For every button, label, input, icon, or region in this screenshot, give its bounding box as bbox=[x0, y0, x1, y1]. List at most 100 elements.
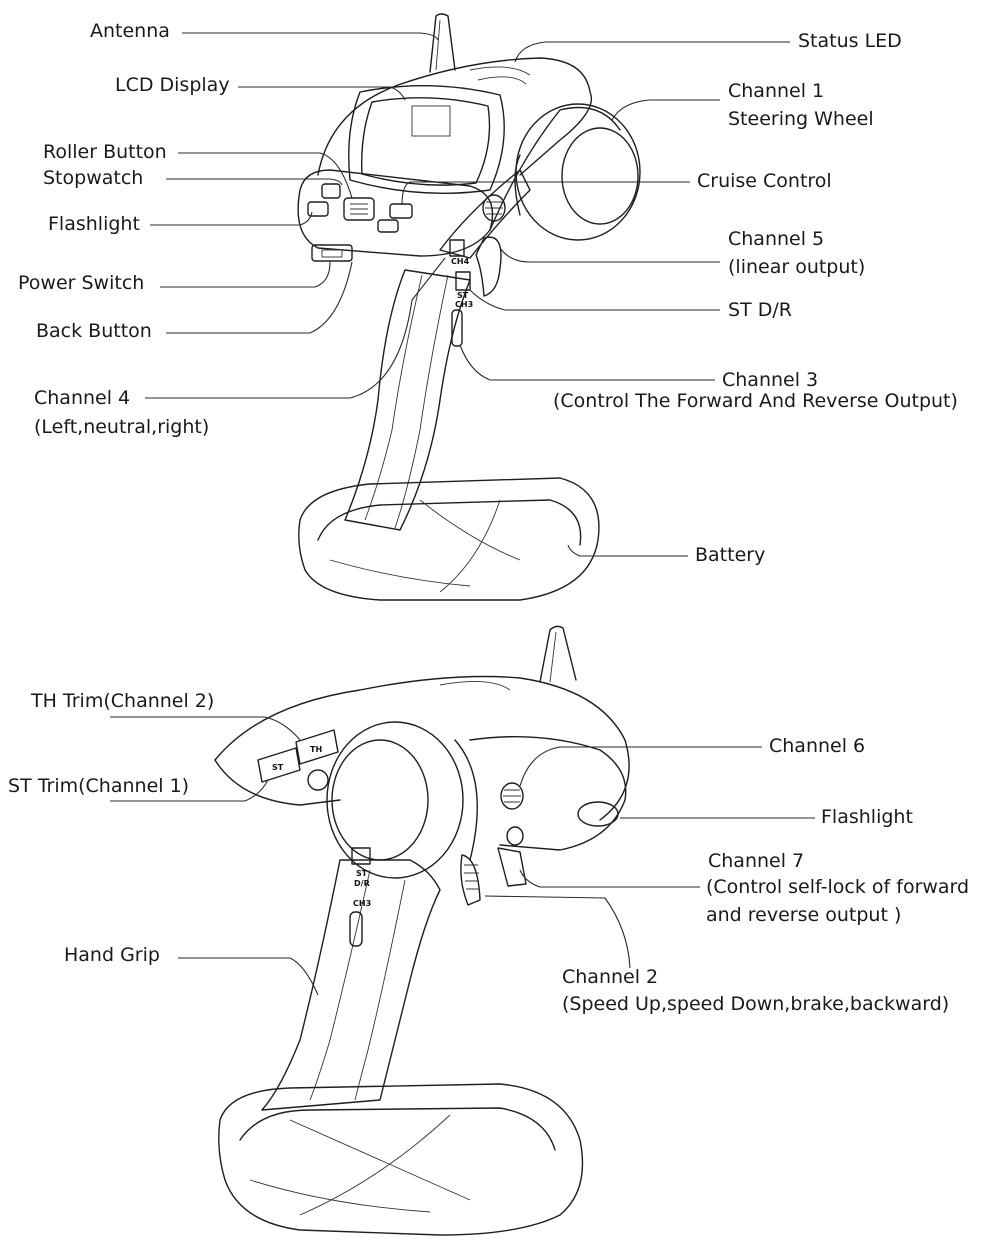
leader-cruise bbox=[401, 181, 690, 206]
top-flashlight-button bbox=[307, 201, 329, 217]
label-roller-button: Roller Button bbox=[43, 141, 167, 163]
leader-ch1 bbox=[611, 99, 720, 121]
top-lcd-inner bbox=[411, 105, 451, 137]
bottom-st-dr-switch bbox=[351, 847, 371, 865]
top-antenna-shape bbox=[429, 13, 456, 73]
label-back-button: Back Button bbox=[36, 320, 152, 342]
top-cruise-button bbox=[389, 203, 413, 219]
top-side-body bbox=[489, 106, 621, 231]
label-hand-grip: Hand Grip bbox=[64, 944, 160, 966]
top-st-dr-switch bbox=[455, 271, 471, 291]
leader-flashlight-top bbox=[150, 211, 313, 226]
bottom-flashlight-lens bbox=[577, 801, 619, 827]
label-channel2-title: Channel 2 bbox=[562, 966, 659, 988]
label-channel1-desc: Steering Wheel bbox=[728, 108, 874, 130]
leader-ch2 bbox=[484, 895, 631, 969]
leader-back bbox=[166, 261, 353, 334]
bottom-right-body bbox=[469, 735, 627, 851]
leader-ch5 bbox=[499, 247, 720, 263]
top-ch4-switch bbox=[449, 239, 465, 257]
label-flashlight-bottom: Flashlight bbox=[821, 806, 913, 828]
leader-roller bbox=[178, 152, 353, 199]
top-transmitter-illustration: CH4 ST CH3 bbox=[297, 13, 641, 601]
label-stopwatch: Stopwatch bbox=[43, 167, 144, 189]
leader-battery bbox=[567, 544, 688, 557]
bottom-antenna-shape bbox=[539, 625, 577, 683]
top-steering-wheel-inner bbox=[561, 127, 639, 225]
label-status-led: Status LED bbox=[798, 30, 902, 52]
label-antenna: Antenna bbox=[90, 20, 170, 42]
bottom-steering-wheel-inner bbox=[331, 739, 429, 861]
top-roller-button bbox=[343, 197, 375, 221]
label-channel3-desc: (Control The Forward And Reverse Output) bbox=[553, 390, 958, 412]
bottom-button bbox=[506, 826, 524, 846]
top-stopwatch-button bbox=[321, 183, 341, 199]
leader-hand-grip bbox=[178, 957, 319, 996]
top-ch3-switch bbox=[451, 309, 463, 347]
label-th-trim: TH Trim(Channel 2) bbox=[31, 690, 215, 712]
label-channel7-title: Channel 7 bbox=[708, 850, 805, 872]
bottom-left-knob bbox=[307, 769, 329, 791]
label-channel5-desc: (linear output) bbox=[728, 256, 866, 278]
label-flashlight-top: Flashlight bbox=[48, 213, 140, 235]
top-back-button-shape bbox=[377, 219, 399, 233]
label-channel4-title: Channel 4 bbox=[34, 387, 131, 409]
label-power-switch: Power Switch bbox=[18, 272, 145, 294]
top-hand-grip bbox=[344, 269, 471, 531]
label-st-dr: ST D/R bbox=[728, 299, 792, 321]
top-marking-st: ST bbox=[457, 291, 469, 300]
leader-stopwatch bbox=[166, 178, 343, 186]
bottom-marking-st: ST bbox=[356, 869, 368, 878]
label-st-trim: ST Trim(Channel 1) bbox=[8, 775, 190, 797]
leader-st-trim bbox=[110, 779, 269, 802]
label-channel5-title: Channel 5 bbox=[728, 228, 825, 250]
label-lcd-display: LCD Display bbox=[115, 74, 230, 96]
top-battery-base bbox=[298, 477, 600, 601]
label-channel7-desc1: (Control self-lock of forward bbox=[706, 876, 970, 898]
top-marking-ch4: CH4 bbox=[451, 257, 470, 266]
bottom-marking-th-trim: TH bbox=[310, 745, 322, 754]
label-channel4-desc: (Left,neutral,right) bbox=[34, 416, 210, 438]
label-channel2-desc: (Speed Up,speed Down,brake,backward) bbox=[562, 993, 950, 1015]
leader-ch7 bbox=[519, 869, 700, 888]
top-channel5-knob bbox=[482, 194, 506, 222]
leader-st-dr bbox=[469, 289, 720, 311]
leader-antenna bbox=[182, 32, 439, 41]
bottom-channel2-trigger bbox=[460, 854, 481, 906]
leader-th-trim bbox=[110, 716, 301, 741]
leader-lines bbox=[110, 32, 815, 996]
bottom-hand-grip bbox=[261, 859, 441, 1111]
bottom-head-shell bbox=[214, 675, 630, 821]
top-trigger bbox=[475, 236, 502, 297]
top-lcd-screen bbox=[361, 97, 491, 186]
bottom-th-trim-shape bbox=[295, 729, 339, 765]
bottom-marking-st-trim: ST bbox=[272, 763, 284, 772]
label-channel1-title: Channel 1 bbox=[728, 80, 825, 102]
leader-status-led bbox=[514, 41, 790, 63]
leader-lcd bbox=[238, 86, 406, 101]
label-battery: Battery bbox=[695, 544, 766, 566]
bottom-transmitter-illustration: ST TH ST D/R CH3 bbox=[214, 625, 630, 1236]
leader-power bbox=[160, 261, 331, 288]
bottom-st-trim-shape bbox=[257, 747, 301, 783]
top-head-shell bbox=[317, 57, 592, 176]
top-trim-rail bbox=[439, 169, 531, 259]
leader-ch4 bbox=[145, 257, 446, 399]
top-power-switch-shape bbox=[311, 244, 353, 262]
top-lcd-bezel bbox=[348, 85, 505, 195]
bottom-marking-dr: D/R bbox=[354, 879, 370, 888]
leader-ch3 bbox=[459, 344, 715, 381]
bottom-channel6-knob bbox=[500, 782, 524, 810]
label-channel3-title: Channel 3 bbox=[722, 369, 819, 391]
bottom-battery-base bbox=[218, 1083, 584, 1236]
label-cruise-control: Cruise Control bbox=[697, 170, 832, 192]
bottom-channel7-lever bbox=[497, 847, 527, 887]
leader-ch6 bbox=[519, 746, 762, 787]
label-channel7-desc2: and reverse output ) bbox=[706, 904, 902, 926]
top-marking-ch3: CH3 bbox=[455, 300, 473, 309]
bottom-steering-wheel-outer bbox=[326, 721, 464, 879]
bottom-ch3-switch bbox=[349, 911, 363, 947]
label-channel6: Channel 6 bbox=[769, 735, 866, 757]
